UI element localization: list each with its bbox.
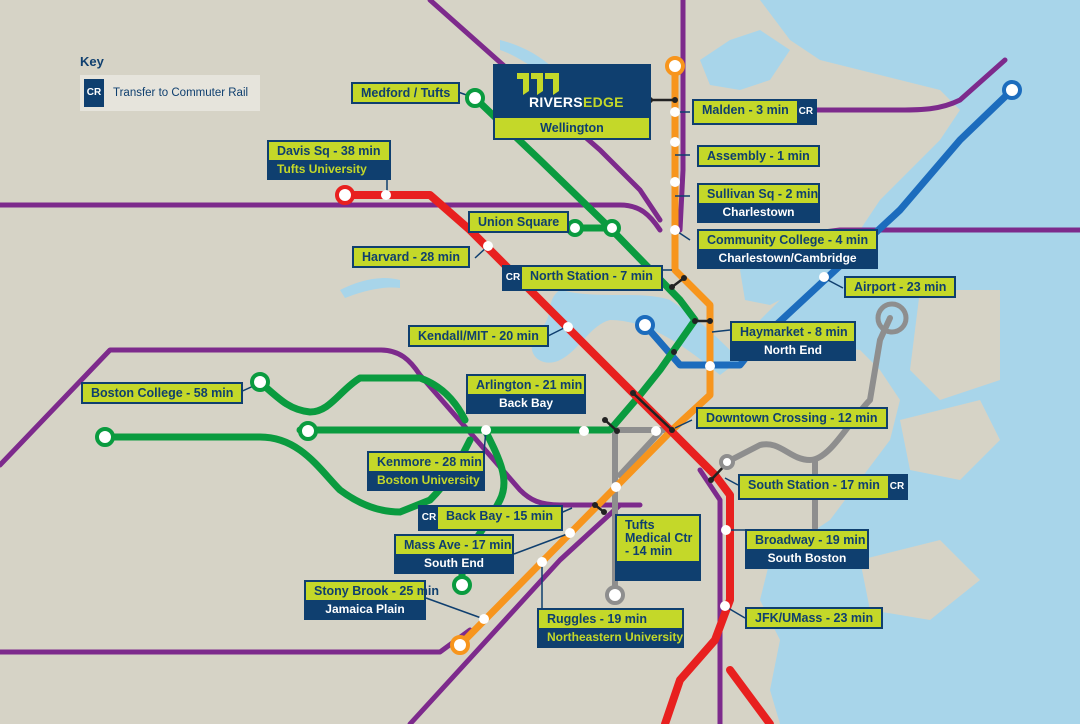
label-ruggles: Ruggles - 19 min Northeastern University [537, 608, 684, 648]
label-union-square: Union Square [468, 211, 570, 233]
map-key: Key CR Transfer to Commuter Rail [80, 54, 260, 111]
station-dots [381, 107, 829, 624]
cr-badge: CR [420, 507, 438, 529]
label-broadway: Broadway - 19 min South Boston [745, 529, 869, 569]
transfer-nodes [592, 97, 714, 515]
cr-badge: CR [84, 79, 104, 107]
label-community-college: Community College - 4 min Charlestown/Ca… [697, 229, 879, 269]
label-north-station: CR North Station - 7 min [502, 265, 663, 291]
cr-badge: CR [796, 101, 815, 123]
label-boston-college: Boston College - 58 min [81, 382, 244, 404]
wellington-label: Wellington [495, 118, 649, 138]
label-davis-sq: Davis Sq - 38 min Tufts University [267, 140, 391, 180]
label-arlington: Arlington - 21 min Back Bay [466, 374, 586, 414]
key-text: Transfer to Commuter Rail [113, 87, 249, 99]
label-mass-ave: Mass Ave - 17 min South End [394, 534, 514, 574]
riversedge-logo-icon [517, 73, 559, 95]
terminal-stations [95, 56, 1022, 655]
logo-wordmark: RIVERSEDGE [529, 94, 624, 110]
label-stony-brook: Stony Brook - 25 min Jamaica Plain [304, 580, 439, 620]
label-downtown-crossing: Downtown Crossing - 12 min [696, 407, 888, 429]
label-airport: Airport - 23 min [844, 276, 957, 298]
label-kenmore: Kenmore - 28 min Boston University [367, 451, 485, 491]
label-tufts-medical: Tufts Medical Ctr - 14 min [615, 514, 701, 581]
label-kendall-mit: Kendall/MIT - 20 min [408, 325, 549, 347]
label-jfk-umass: JFK/UMass - 23 min [745, 607, 884, 629]
label-harvard: Harvard - 28 min [352, 246, 470, 268]
key-title: Key [80, 54, 104, 69]
label-south-station: South Station - 17 min CR [738, 474, 908, 500]
label-assembly: Assembly - 1 min [697, 145, 820, 167]
label-malden: Malden - 3 min CR [692, 99, 817, 125]
cr-badge: CR [504, 267, 522, 289]
orange-line [456, 62, 714, 649]
label-back-bay: CR Back Bay - 15 min [418, 505, 563, 531]
label-medford: Medford / Tufts [351, 82, 461, 104]
label-sullivan-sq: Sullivan Sq - 2 min Charlestown [697, 183, 820, 223]
red-line [341, 191, 774, 724]
label-haymarket: Haymarket - 8 min North End [730, 321, 856, 361]
key-row: CR Transfer to Commuter Rail [80, 75, 260, 111]
cr-badge: CR [887, 476, 906, 498]
riversedge-logo-box: RIVERSEDGE Wellington [493, 64, 651, 140]
